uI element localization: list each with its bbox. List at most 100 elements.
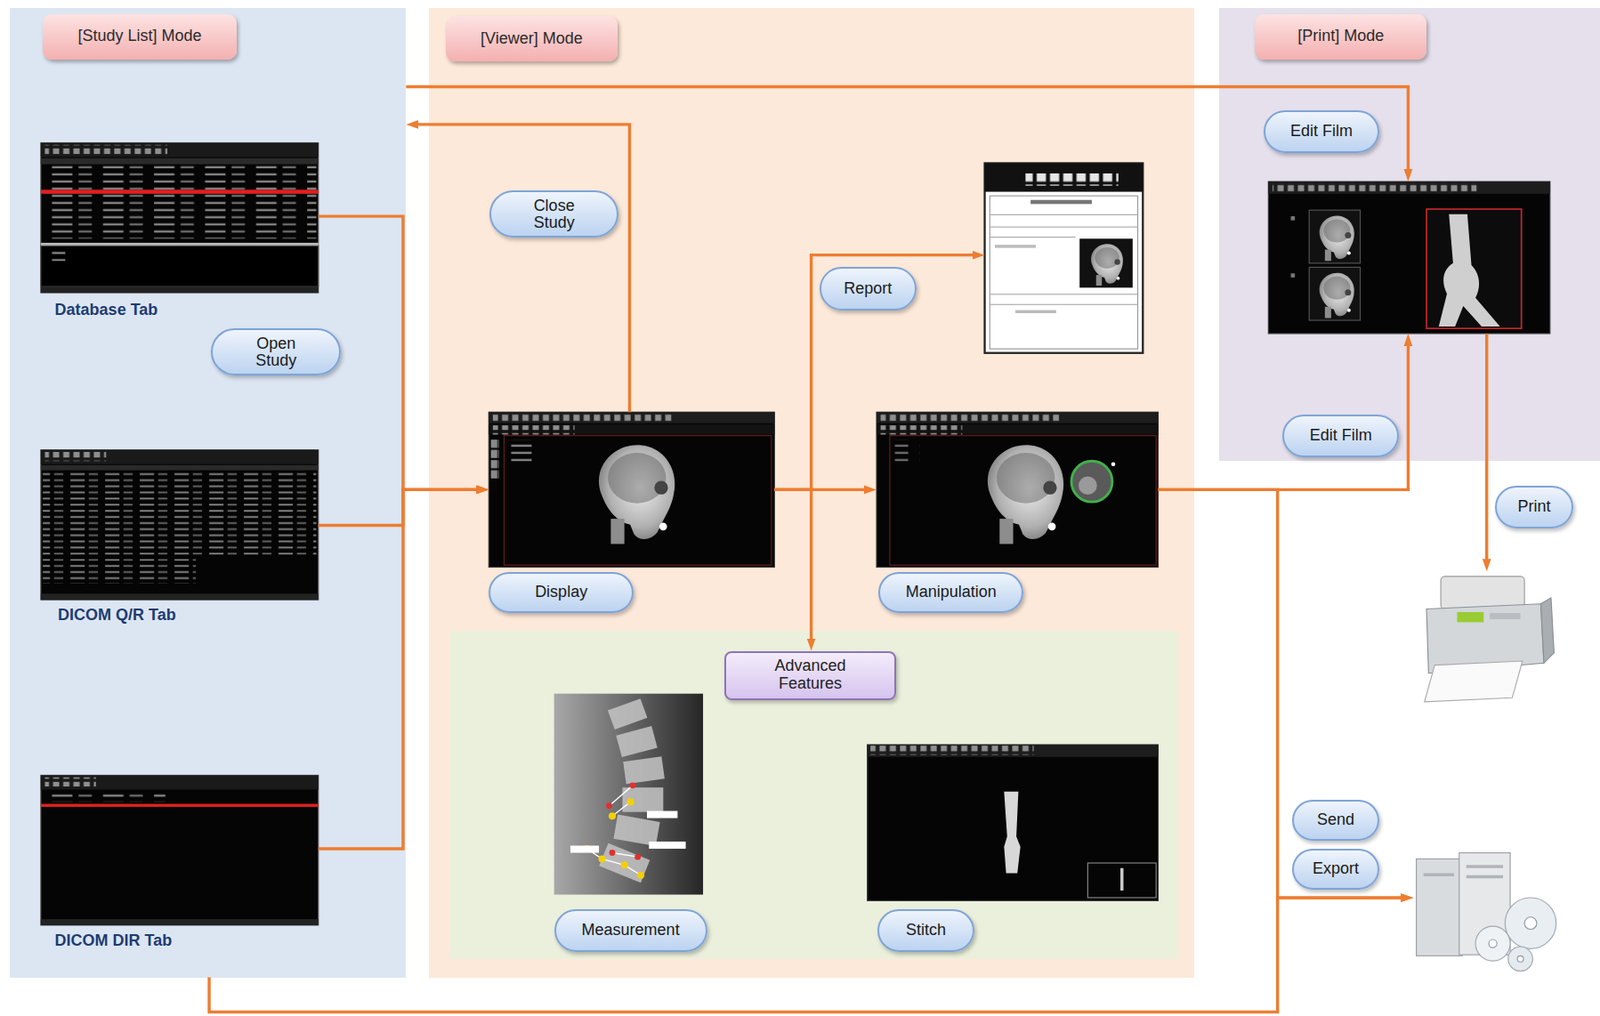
screenshot-frame <box>40 775 319 926</box>
panel-rows <box>44 250 65 261</box>
flow-connector <box>209 897 1408 1012</box>
overview-inset <box>1087 863 1156 898</box>
toolbar-icons <box>870 745 1034 755</box>
flow-connector <box>1157 339 1408 490</box>
screenshot-toolbar <box>876 412 1158 424</box>
table-rows <box>42 471 316 556</box>
skull-xray <box>1319 273 1355 319</box>
action-pill: Send <box>1292 800 1381 841</box>
function-pill: Stitch <box>877 909 975 953</box>
vertebra <box>615 726 657 758</box>
flow-connector <box>318 216 485 490</box>
toolbar-icons <box>44 452 106 461</box>
action-pill: Open Study <box>210 328 341 376</box>
measure-point <box>630 782 637 789</box>
drive-slot <box>1466 875 1504 879</box>
screenshot-caption: Database Tab <box>53 299 161 322</box>
action-pill: Export <box>1292 848 1381 890</box>
vertebra <box>613 815 660 847</box>
disc <box>1504 897 1556 949</box>
measure-point <box>598 855 607 863</box>
vertebra <box>622 787 663 813</box>
measure-point <box>606 802 613 809</box>
action-pill: Edit Film <box>1282 414 1399 458</box>
table-rows <box>42 791 166 802</box>
action-pill: Close Study <box>489 190 618 238</box>
screenshot-frame <box>40 450 319 601</box>
vertebra <box>607 698 647 730</box>
printer-paper <box>1424 661 1523 703</box>
report-toolbar <box>985 162 1144 192</box>
measure-point <box>608 812 616 820</box>
skull-xray <box>1319 215 1355 261</box>
flow-connector <box>318 489 485 849</box>
table-header <box>40 158 319 165</box>
screenshot-frame <box>40 143 319 294</box>
report-form <box>989 195 1138 349</box>
screenshot-frame <box>488 412 775 567</box>
screenshot-toolbar <box>867 744 1159 758</box>
flow-connector <box>411 124 630 413</box>
screenshot-toolbar <box>40 450 319 465</box>
viewport-frame <box>503 436 771 566</box>
printer-side <box>1540 597 1554 663</box>
mode-heading: [Study List] Mode <box>42 14 237 59</box>
toolbar-icons <box>880 425 963 435</box>
overlay-info <box>892 439 920 462</box>
report-thumbnail <box>1079 238 1133 288</box>
action-pill: Edit Film <box>1263 110 1381 154</box>
selected-row <box>40 189 319 194</box>
skull-xray <box>1090 243 1124 286</box>
printer-display <box>1456 612 1484 623</box>
drive-slot <box>1466 864 1504 868</box>
measure-point <box>621 861 629 869</box>
flow-connector <box>774 489 811 646</box>
series-panel <box>40 245 319 287</box>
disc-hole <box>1488 939 1497 948</box>
action-pill: Report <box>819 266 917 310</box>
action-pill: Print <box>1494 485 1574 529</box>
feature-heading: Advanced Features <box>724 651 897 701</box>
table-rows <box>42 558 196 584</box>
flow-connector <box>318 489 485 526</box>
table-rows <box>42 165 316 240</box>
measure-point <box>634 854 641 861</box>
form-text-mark <box>1015 310 1057 314</box>
form-line <box>989 214 1138 216</box>
toolbar-icons <box>880 412 1060 422</box>
screenshot-toolbar <box>488 412 775 424</box>
drive-slot <box>1423 872 1455 876</box>
status-bar <box>40 919 319 926</box>
magnifier-handle <box>1111 461 1116 467</box>
toolbar-icons <box>44 777 96 787</box>
status-bar <box>40 593 319 600</box>
disc <box>1475 926 1511 962</box>
toolbar-icons <box>492 412 672 422</box>
screenshot-toolbar <box>876 424 1158 435</box>
function-pill: Display <box>488 572 634 614</box>
printer-buttons <box>1489 613 1520 620</box>
vertebra <box>598 843 650 883</box>
screenshot-toolbar <box>40 143 319 158</box>
cell-number-mark <box>1291 273 1296 278</box>
leg-xray <box>1003 791 1020 874</box>
magnified-bone <box>1078 476 1098 495</box>
viewport-frame <box>889 436 1156 566</box>
film-cell <box>1426 209 1522 329</box>
form-line <box>989 236 1075 238</box>
screenshot-frame <box>876 412 1158 567</box>
form-text-mark <box>994 244 1036 248</box>
toolbar-icons <box>44 145 168 154</box>
screenshot-frame <box>867 744 1159 901</box>
measure-tag <box>648 841 686 849</box>
screenshot-toolbar <box>40 775 319 790</box>
screenshot-caption: DICOM Q/R Tab <box>56 605 178 627</box>
form-line <box>989 304 1138 306</box>
cell-number-mark <box>1291 216 1296 221</box>
report-heading-bar <box>1030 200 1092 205</box>
screenshot-frame <box>1268 181 1550 334</box>
screenshot-caption: DICOM DIR Tab <box>53 930 175 953</box>
function-pill: Measurement <box>554 909 708 953</box>
film-cell <box>1309 266 1360 321</box>
